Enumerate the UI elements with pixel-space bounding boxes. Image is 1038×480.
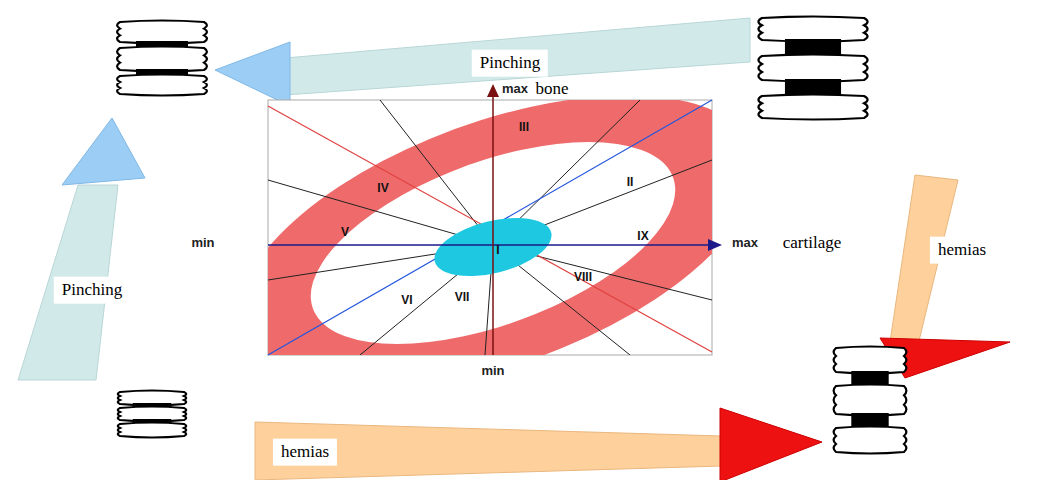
sector-number: II: [627, 176, 634, 189]
sector-number: VII: [455, 291, 470, 304]
axis-label: max: [502, 82, 528, 96]
axis-label: min: [481, 364, 504, 378]
pinching-arrow-left: [18, 118, 145, 380]
spine-illustrations: [117, 17, 906, 454]
axis-label: min: [191, 236, 214, 250]
arrow-label: hemias: [273, 439, 337, 466]
vertebra: [117, 75, 207, 96]
axis-arrowhead: [487, 84, 499, 97]
arrow-label: Pinching: [472, 50, 548, 77]
sector-number: III: [519, 121, 529, 134]
bone-axis: [492, 96, 494, 355]
vertebra: [834, 427, 907, 454]
vertebra: [117, 47, 207, 72]
sector-number: IV: [377, 182, 388, 195]
arrow-label: hemias: [930, 237, 994, 264]
vertebra: [834, 347, 907, 374]
vertebra: [758, 95, 867, 120]
hemias-arrow-bottom: [255, 408, 822, 480]
vertebra: [118, 423, 186, 438]
vertebra: [834, 385, 907, 416]
vertebra: [758, 55, 867, 82]
axis-arrowhead: [708, 239, 722, 251]
cartilage-axis: [268, 244, 708, 246]
chart: [237, 84, 757, 391]
sector-number: VIII: [574, 271, 592, 284]
sector-lines: [268, 100, 712, 355]
sector-number: V: [341, 226, 349, 239]
axis-label: max: [732, 236, 758, 250]
sector-number: IX: [637, 230, 648, 243]
sector-number: I: [496, 244, 499, 257]
axis-label: bone: [535, 80, 568, 99]
vertebra: [117, 21, 207, 44]
sector-number: VI: [401, 294, 412, 307]
ring-band: [268, 100, 712, 355]
diagonal-blue: [268, 100, 712, 355]
axis-label: cartilage: [783, 234, 842, 253]
arrow-label: Pinching: [54, 277, 130, 304]
diagonal-red: [268, 106, 712, 352]
pinching-arrow-top: [215, 18, 750, 106]
vertebra: [758, 17, 867, 42]
